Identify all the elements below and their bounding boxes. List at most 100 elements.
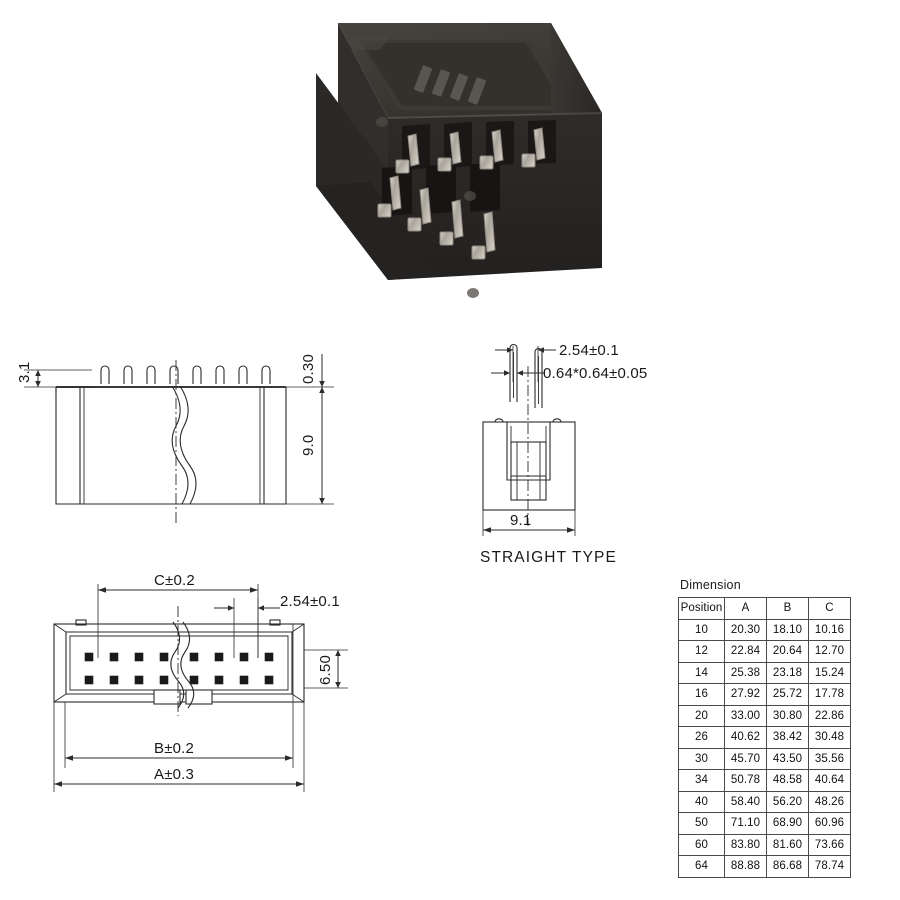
connector-housing	[316, 23, 603, 298]
side-view-body	[482, 418, 576, 511]
cell-b: 30.80	[766, 704, 809, 727]
cell-a: 27.92	[724, 683, 767, 706]
dim-9-0-text: 9.0	[300, 435, 317, 456]
plan-pin-grid	[84, 652, 274, 685]
side-end-view: 2.54±0.1 0.64*0.64±0.05 9.1 STRAIGHT TYP…	[480, 342, 647, 566]
elevation-break-line	[171, 360, 197, 524]
dim-pitch-plan-text: 2.54±0.1	[280, 593, 340, 610]
cell-b: 20.64	[766, 640, 809, 663]
dimension-table-title: Dimension	[680, 578, 741, 592]
cell-c: 73.66	[808, 833, 851, 856]
cell-a: 20.30	[724, 618, 767, 641]
col-header-b: B	[766, 597, 809, 620]
dim-3-1: 3.1	[16, 362, 92, 388]
cell-a: 40.62	[724, 726, 767, 749]
cell-c: 40.64	[808, 769, 851, 792]
cell-c: 60.96	[808, 812, 851, 835]
cell-b: 81.60	[766, 833, 809, 856]
cell-b: 23.18	[766, 661, 809, 684]
cell-position: 20	[678, 704, 725, 727]
dim-9-0: 9.0	[286, 387, 334, 505]
cell-position: 64	[678, 855, 725, 878]
cell-a: 22.84	[724, 640, 767, 663]
elevation-pins	[100, 365, 271, 384]
cell-b: 43.50	[766, 747, 809, 770]
cell-b: 18.10	[766, 618, 809, 641]
dim-9-1-text: 9.1	[510, 512, 531, 529]
col-header-a: A	[724, 597, 767, 620]
cell-c: 17.78	[808, 683, 851, 706]
cell-b: 68.90	[766, 812, 809, 835]
dim-9-1: 9.1	[482, 510, 576, 536]
cell-a: 58.40	[724, 790, 767, 813]
cell-a: 88.88	[724, 855, 767, 878]
cell-position: 12	[678, 640, 725, 663]
cell-c: 30.48	[808, 726, 851, 749]
front-elevation-view: 3.1 0.30 9.0	[16, 354, 334, 524]
product-photo	[316, 23, 603, 298]
dim-pitch-side: 2.54±0.1	[495, 342, 619, 382]
cell-position: 34	[678, 769, 725, 792]
cell-b: 38.42	[766, 726, 809, 749]
cell-position: 26	[678, 726, 725, 749]
dim-b: B±0.2	[64, 624, 294, 768]
dim-pitch-plan: 2.54±0.1	[214, 593, 340, 658]
elevation-body	[55, 385, 287, 505]
dim-6-50-text: 6.50	[317, 655, 334, 685]
cell-b: 56.20	[766, 790, 809, 813]
cell-c: 22.86	[808, 704, 851, 727]
dim-pin-section-text: 0.64*0.64±0.05	[543, 365, 647, 382]
dim-pitch-side-text: 2.54±0.1	[559, 342, 619, 359]
plan-body-outline	[53, 619, 305, 703]
cell-c: 15.24	[808, 661, 851, 684]
dim-a: A±0.3	[53, 702, 305, 792]
dim-c: C±0.2	[97, 572, 259, 658]
cell-a: 83.80	[724, 833, 767, 856]
dim-0-30-text: 0.30	[300, 354, 317, 384]
dim-6-50: 6.50	[304, 649, 348, 689]
connector-pins	[377, 127, 546, 260]
dim-3-1-text: 3.1	[16, 362, 33, 383]
cell-a: 25.38	[724, 661, 767, 684]
cell-c: 48.26	[808, 790, 851, 813]
col-header-position: Position	[678, 597, 725, 620]
col-header-c: C	[808, 597, 851, 620]
dim-c-text: C±0.2	[154, 572, 195, 589]
cell-position: 14	[678, 661, 725, 684]
cell-c: 12.70	[808, 640, 851, 663]
cell-c: 35.56	[808, 747, 851, 770]
cell-position: 10	[678, 618, 725, 641]
cell-position: 60	[678, 833, 725, 856]
cell-c: 78.74	[808, 855, 851, 878]
side-view-pins	[509, 343, 543, 408]
cell-b: 25.72	[766, 683, 809, 706]
table-header-row: Position A B C	[678, 597, 851, 620]
cell-b: 86.68	[766, 855, 809, 878]
cell-b: 48.58	[766, 769, 809, 792]
bottom-plan-view: C±0.2 2.54±0.1 6.50 B±0.2	[53, 572, 348, 792]
cell-position: 30	[678, 747, 725, 770]
dim-0-30: 0.30	[286, 354, 334, 388]
cell-a: 45.70	[724, 747, 767, 770]
cell-a: 33.00	[724, 704, 767, 727]
dim-a-text: A±0.3	[154, 766, 194, 783]
dim-pin-section: 0.64*0.64±0.05	[491, 360, 647, 390]
cell-position: 16	[678, 683, 725, 706]
straight-type-caption: STRAIGHT TYPE	[480, 549, 617, 566]
cell-c: 10.16	[808, 618, 851, 641]
dim-b-text: B±0.2	[154, 740, 194, 757]
cell-a: 71.10	[724, 812, 767, 835]
